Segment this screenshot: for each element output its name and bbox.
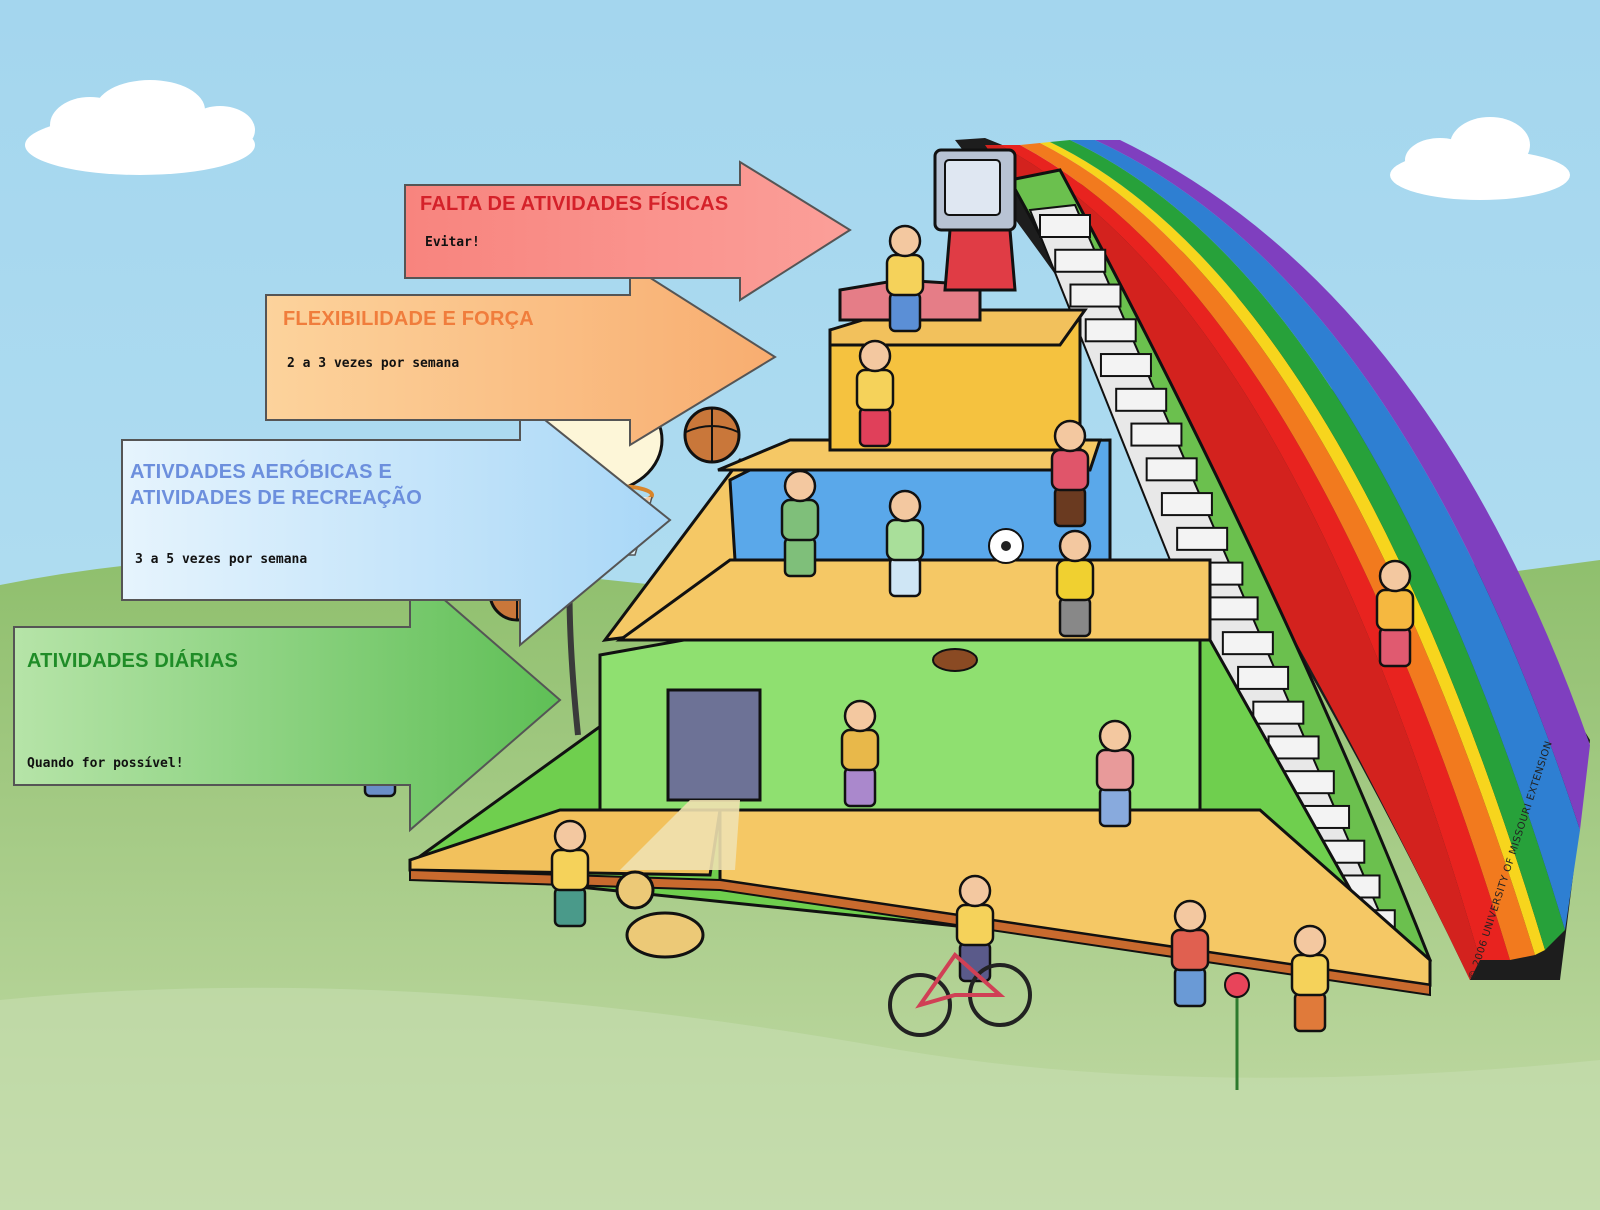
upper-level-subtitle: 2 a 3 vezes por semana [287,356,459,371]
base-level-subtitle: Quando for possível! [27,756,184,771]
football-icon [933,649,977,671]
stair-step [1131,424,1181,446]
stair-step [1238,667,1288,689]
kid-figure [842,701,878,806]
stair-step [1086,319,1136,341]
kid-figure [857,341,893,446]
kid-figure [1172,901,1208,1006]
stair-step [1055,250,1105,272]
kid-figure [1052,421,1088,526]
stair-step [1147,458,1197,480]
top-level-title: FALTA DE ATIVIDADES FÍSICAS [420,191,728,217]
stair-step [1101,354,1151,376]
kid-figure [887,226,923,331]
kid-figure [1292,926,1328,1031]
kid-figure [1377,561,1413,666]
soccer-ball-icon [989,529,1023,563]
doorway [668,690,760,800]
stair-step [1208,597,1258,619]
kid-figure [1097,721,1133,826]
base-level-title: ATIVIDADES DIÁRIAS [27,648,238,674]
kid-figure [1057,531,1093,636]
stair-step [1162,493,1212,515]
kid-figure [957,876,993,981]
kid-figure [552,821,588,926]
stair-step [1040,215,1090,237]
middle-level-subtitle: 3 a 5 vezes por semana [135,552,307,567]
stair-step [1253,702,1303,724]
top-level-subtitle: Evitar! [425,235,480,250]
basketball-icon [685,408,739,462]
stair-step [1177,528,1227,550]
kid-figure [782,471,818,576]
upper-level-title: FLEXIBILIDADE E FORÇA [283,306,534,332]
stair-step [1116,389,1166,411]
stair-step [1070,285,1120,307]
kid-figure [887,491,923,596]
stair-step [1223,632,1273,654]
middle-level-title: ATIVDADES AERÓBICAS E ATIVIDADES DE RECR… [130,459,422,511]
